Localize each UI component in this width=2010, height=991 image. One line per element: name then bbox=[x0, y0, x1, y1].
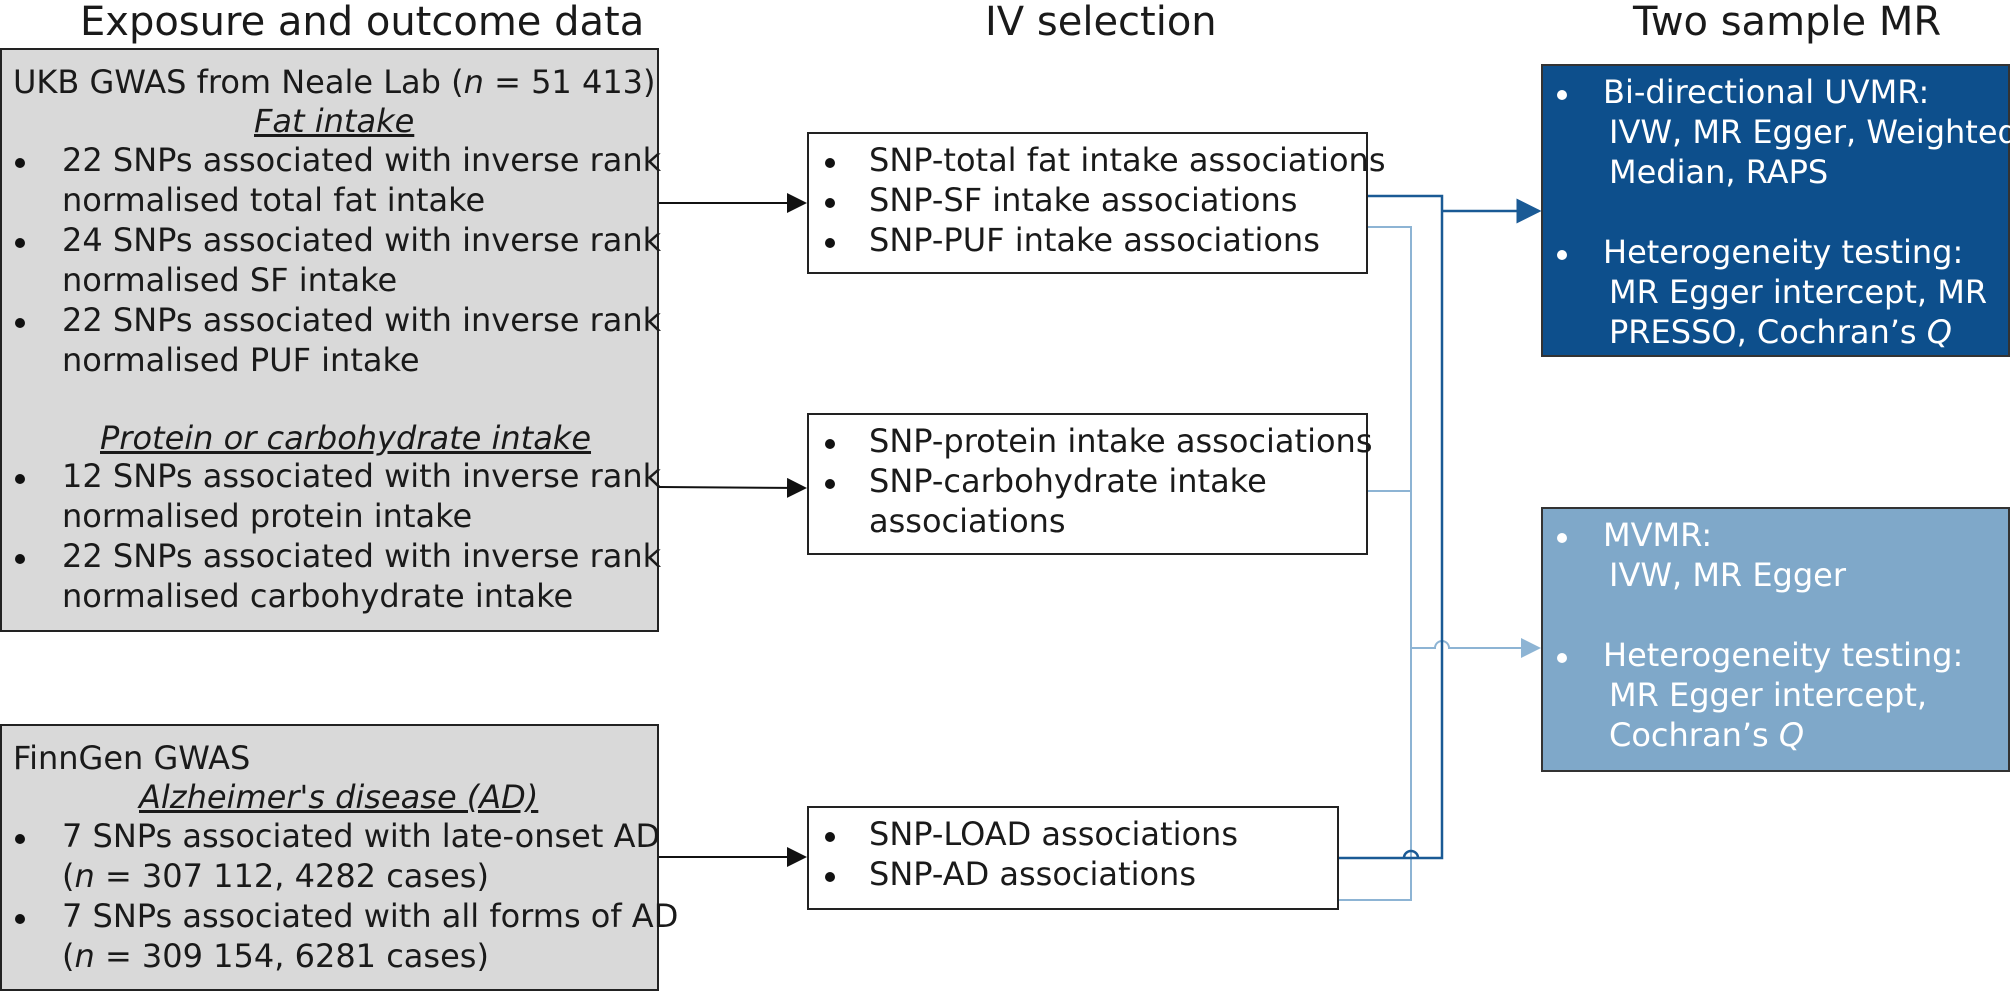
iv-protein-item-1: SNP-protein intake associations bbox=[869, 422, 1373, 460]
bullet bbox=[15, 158, 25, 168]
ukb-fat-item-1-line-1: 22 SNPs associated with inverse rank bbox=[62, 141, 662, 179]
bullet bbox=[15, 318, 25, 328]
bullet bbox=[15, 834, 25, 844]
iv-protein-item-2-line-2: associations bbox=[869, 502, 1066, 540]
bullet bbox=[15, 554, 25, 564]
iv-protein-carb-box: SNP-protein intake associations SNP-carb… bbox=[807, 413, 1372, 555]
bullet bbox=[825, 198, 835, 208]
bullet bbox=[825, 439, 835, 449]
iv-fat-item-3: SNP-PUF intake associations bbox=[869, 221, 1320, 259]
bullet bbox=[825, 832, 835, 842]
ukb-protein-item-2-line-2: normalised carbohydrate intake bbox=[62, 577, 574, 615]
ukb-protein-item-1-line-1: 12 SNPs associated with inverse rank bbox=[62, 457, 662, 495]
mvmr-item-2-line-2: Cochran’s Q bbox=[1609, 716, 1805, 754]
bullet bbox=[15, 914, 25, 924]
iv-ad-box: SNP-LOAD associations SNP-AD association… bbox=[807, 806, 1339, 910]
bullet bbox=[1557, 653, 1567, 663]
uvmr-item-1-line-1: IVW, MR Egger, Weighted bbox=[1609, 113, 2010, 151]
two-sample-mr-header: Two sample MR bbox=[1633, 0, 1942, 45]
bullet bbox=[825, 479, 835, 489]
finngen-title: FinnGen GWAS bbox=[13, 739, 251, 777]
protein-carb-heading: Protein or carbohydrate intake bbox=[100, 419, 592, 457]
mvmr-item-2-line-1: MR Egger intercept, bbox=[1609, 676, 1928, 714]
uvmr-item-1-line-2: Median, RAPS bbox=[1609, 153, 1829, 191]
mvmr-item-1-title: MVMR: bbox=[1603, 516, 1713, 554]
bullet bbox=[825, 872, 835, 882]
uvmr-box: Bi-directional UVMR: IVW, MR Egger, Weig… bbox=[1541, 64, 2010, 357]
uvmr-item-1-title: Bi-directional UVMR: bbox=[1603, 73, 1930, 111]
finngen-item-1-line-1: 7 SNPs associated with late-onset AD bbox=[62, 817, 661, 855]
exposure-outcome-header: Exposure and outcome data bbox=[80, 0, 645, 45]
mvmr-item-2-title: Heterogeneity testing: bbox=[1603, 636, 1964, 674]
ukb-fat-item-3-line-1: 22 SNPs associated with inverse rank bbox=[62, 301, 662, 339]
bullet bbox=[1557, 533, 1567, 543]
finngen-gwas-box: FinnGen GWAS Alzheimer's disease (AD) 7 … bbox=[0, 724, 678, 991]
iv-fat-item-1: SNP-total fat intake associations bbox=[869, 141, 1386, 179]
iv-ad-item-2: SNP-AD associations bbox=[869, 855, 1196, 893]
ukb-fat-item-2-line-1: 24 SNPs associated with inverse rank bbox=[62, 221, 662, 259]
iv-protein-item-2-line-1: SNP-carbohydrate intake bbox=[869, 462, 1267, 500]
bullet bbox=[825, 238, 835, 248]
uvmr-item-2-line-1: MR Egger intercept, MR bbox=[1609, 273, 1988, 311]
bullet bbox=[1557, 90, 1567, 100]
uvmr-item-2-title: Heterogeneity testing: bbox=[1603, 233, 1964, 271]
ukb-fat-item-1-line-2: normalised total fat intake bbox=[62, 181, 486, 219]
mvmr-item-1-line: IVW, MR Egger bbox=[1609, 556, 1847, 594]
finngen-item-2-line-1: 7 SNPs associated with all forms of AD bbox=[62, 897, 679, 935]
fat-intake-heading: Fat intake bbox=[254, 102, 415, 140]
ukb-title: UKB GWAS from Neale Lab (n = 51 413) bbox=[13, 63, 656, 101]
finngen-item-2-line-2: (n = 309 154, 6281 cases) bbox=[62, 937, 489, 975]
mvmr-box: MVMR: IVW, MR Egger Heterogeneity testin… bbox=[1541, 507, 2010, 772]
bullet bbox=[15, 238, 25, 248]
connector-hop bbox=[1402, 849, 1420, 859]
alzheimers-heading: Alzheimer's disease (AD) bbox=[139, 778, 539, 816]
bullet bbox=[1557, 250, 1567, 260]
ukb-fat-item-2-line-2: normalised SF intake bbox=[62, 261, 398, 299]
bullet bbox=[825, 158, 835, 168]
connector-light-vertical bbox=[1339, 226, 1412, 901]
iv-ad-item-1: SNP-LOAD associations bbox=[869, 815, 1238, 853]
arrow-ukb-protein-to-iv bbox=[658, 477, 807, 498]
iv-selection-header: IV selection bbox=[985, 0, 1217, 45]
ukb-gwas-box: UKB GWAS from Neale Lab (n = 51 413) Fat… bbox=[0, 48, 662, 632]
iv-fat-box: SNP-total fat intake associations SNP-SF… bbox=[807, 132, 1386, 274]
finngen-item-1-line-2: (n = 307 112, 4282 cases) bbox=[62, 857, 489, 895]
ukb-fat-item-3-line-2: normalised PUF intake bbox=[62, 341, 420, 379]
ukb-protein-item-1-line-2: normalised protein intake bbox=[62, 497, 473, 535]
uvmr-item-2-line-2: PRESSO, Cochran’s Q bbox=[1609, 313, 1952, 351]
iv-fat-item-2: SNP-SF intake associations bbox=[869, 181, 1298, 219]
bullet bbox=[15, 474, 25, 484]
arrow-to-mvmr bbox=[1411, 638, 1541, 658]
connector-dark-vertical bbox=[1339, 194, 1444, 860]
ukb-protein-item-2-line-1: 22 SNPs associated with inverse rank bbox=[62, 537, 662, 575]
